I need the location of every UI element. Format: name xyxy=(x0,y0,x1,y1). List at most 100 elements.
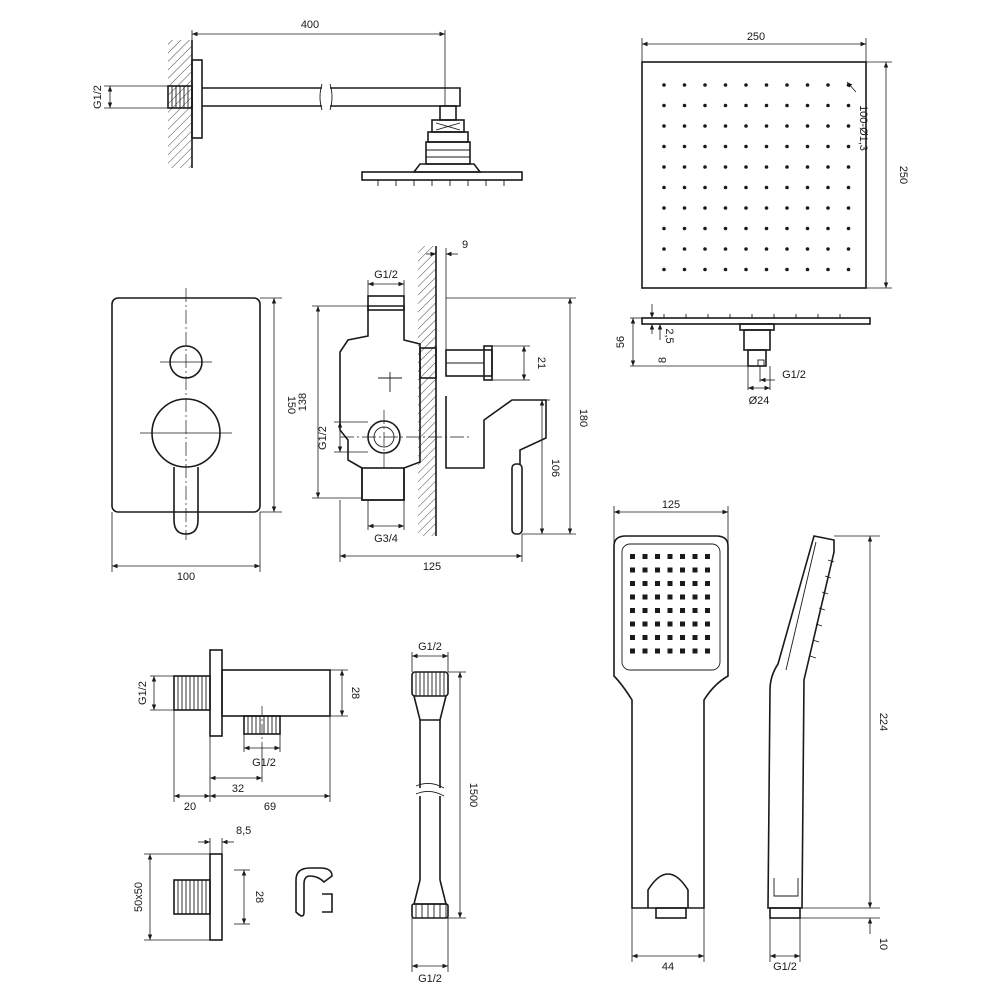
hose-top-nut xyxy=(411,671,449,697)
mixer-wall-hatch xyxy=(418,246,436,536)
nozzle-dot xyxy=(744,206,748,210)
nozzle-dot xyxy=(703,103,707,108)
hand-width-label: 125 xyxy=(662,499,680,511)
nozzle-dot xyxy=(744,144,748,149)
shower-head-nozzle-grid xyxy=(662,83,851,272)
holder-height-label: 28 xyxy=(253,891,265,903)
total-height-label: 180 xyxy=(577,409,589,427)
nozzle-dot xyxy=(703,206,707,210)
hand-nozzle xyxy=(680,648,685,654)
nozzle-dot xyxy=(785,185,789,190)
nozzle-dot xyxy=(744,83,748,87)
nozzle-dot xyxy=(785,144,789,149)
nozzle-dot xyxy=(662,247,666,251)
nozzle-dot xyxy=(764,124,769,128)
shower-holder-drawing: 8,5 50x50 28 xyxy=(133,825,333,941)
nozzle-dot xyxy=(785,165,789,169)
hand-nozzle xyxy=(630,635,635,640)
nozzle-dot xyxy=(805,247,810,251)
nozzle-dot xyxy=(682,267,687,272)
hand-nozzle xyxy=(642,635,648,640)
nozzle-dot xyxy=(785,226,789,231)
nozzle-dot xyxy=(826,144,830,149)
nozzle-dot xyxy=(723,103,728,108)
hand-nozzle xyxy=(655,621,660,627)
wall-elbow-drawing: G1/2 28 G1/2 32 20 69 xyxy=(137,649,361,813)
lever-dim-label: 106 xyxy=(549,459,561,477)
nozzle-dot xyxy=(826,103,830,108)
nozzle-dot xyxy=(723,144,728,149)
hand-nozzle xyxy=(680,594,685,600)
nozzle-dot xyxy=(785,124,789,128)
wall-plate-drawing: 150 100 xyxy=(111,288,297,583)
shower-head-drawing: 250 250 100-Ø1,3 56 2,5 8 G1/2 xyxy=(615,31,909,407)
nozzle-dot xyxy=(764,267,769,272)
nozzle-dot xyxy=(682,103,687,108)
nozzle-dot xyxy=(826,267,830,272)
nozzle-dot xyxy=(682,83,687,87)
nozzle-dot xyxy=(846,267,851,272)
nozzle-dot xyxy=(703,144,707,149)
mixer-side-thread-label: G1/2 xyxy=(317,426,329,450)
nozzle-dot xyxy=(785,267,789,272)
hand-front-thread xyxy=(655,907,687,919)
hand-nozzle xyxy=(680,581,685,586)
hand-nozzle xyxy=(667,621,673,627)
hand-nozzle xyxy=(655,581,660,586)
hand-nozzle xyxy=(655,608,660,613)
head-connector-dia-label: Ø24 xyxy=(749,395,770,407)
nozzle-dot xyxy=(826,83,830,87)
nozzle-dot xyxy=(723,206,728,210)
hand-shower-side xyxy=(767,535,835,909)
nozzle-dot xyxy=(662,144,666,149)
holder-plate-label: 50x50 xyxy=(133,882,145,912)
nozzle-dot xyxy=(662,185,666,190)
shower-arm-drawing: 400 G1/2 xyxy=(92,19,523,186)
head-connector-depth-label: 8 xyxy=(657,357,669,363)
hand-nozzle xyxy=(705,635,710,640)
nozzle-dot xyxy=(662,206,666,210)
elbow-thread-label: G1/2 xyxy=(137,681,149,705)
elbow-d2-label: 32 xyxy=(232,783,244,795)
head-thread-label: G1/2 xyxy=(782,369,806,381)
nozzle-dot xyxy=(682,226,687,231)
holder-thickness-label: 8,5 xyxy=(236,825,251,837)
hand-nozzle xyxy=(692,608,698,613)
arm-tube xyxy=(202,87,461,107)
nozzle-dot xyxy=(764,83,769,87)
nozzle-dot xyxy=(723,165,728,169)
nozzle-dot xyxy=(723,83,728,87)
hand-nozzle xyxy=(667,594,673,600)
hand-nozzle xyxy=(667,554,673,559)
hand-nozzle xyxy=(642,581,648,586)
hand-nozzle xyxy=(667,608,673,613)
hand-nozzle xyxy=(705,608,710,613)
nozzle-label: 100-Ø1,3 xyxy=(857,105,869,151)
nozzle-dot xyxy=(682,144,687,149)
nozzle-dot xyxy=(846,226,851,231)
hand-nozzle xyxy=(655,567,660,573)
nozzle-dot xyxy=(744,226,748,231)
nozzle-dot xyxy=(764,165,769,169)
hand-nozzle xyxy=(642,554,648,559)
hand-nozzle xyxy=(630,594,635,600)
hand-nozzle xyxy=(630,581,635,586)
nozzle-dot xyxy=(826,185,830,190)
nozzle-dot xyxy=(764,144,769,149)
hand-nozzle xyxy=(655,635,660,640)
nozzle-dot xyxy=(703,247,707,251)
hand-nozzle xyxy=(667,648,673,654)
nozzle-dot xyxy=(826,226,830,231)
head-width-label: 250 xyxy=(747,31,765,43)
holder-cradle xyxy=(295,867,333,917)
nozzle-dot xyxy=(682,206,687,210)
elbow-height-label: 28 xyxy=(349,687,361,699)
nozzle-dot xyxy=(826,206,830,210)
mixer-bottom-thread-label: G3/4 xyxy=(374,533,398,545)
nozzle-dot xyxy=(723,247,728,251)
nozzle-dot xyxy=(785,103,789,108)
nozzle-dot xyxy=(723,267,728,272)
hand-nozzle xyxy=(667,635,673,640)
nozzle-dot xyxy=(682,124,687,128)
hose-tube xyxy=(419,720,441,880)
